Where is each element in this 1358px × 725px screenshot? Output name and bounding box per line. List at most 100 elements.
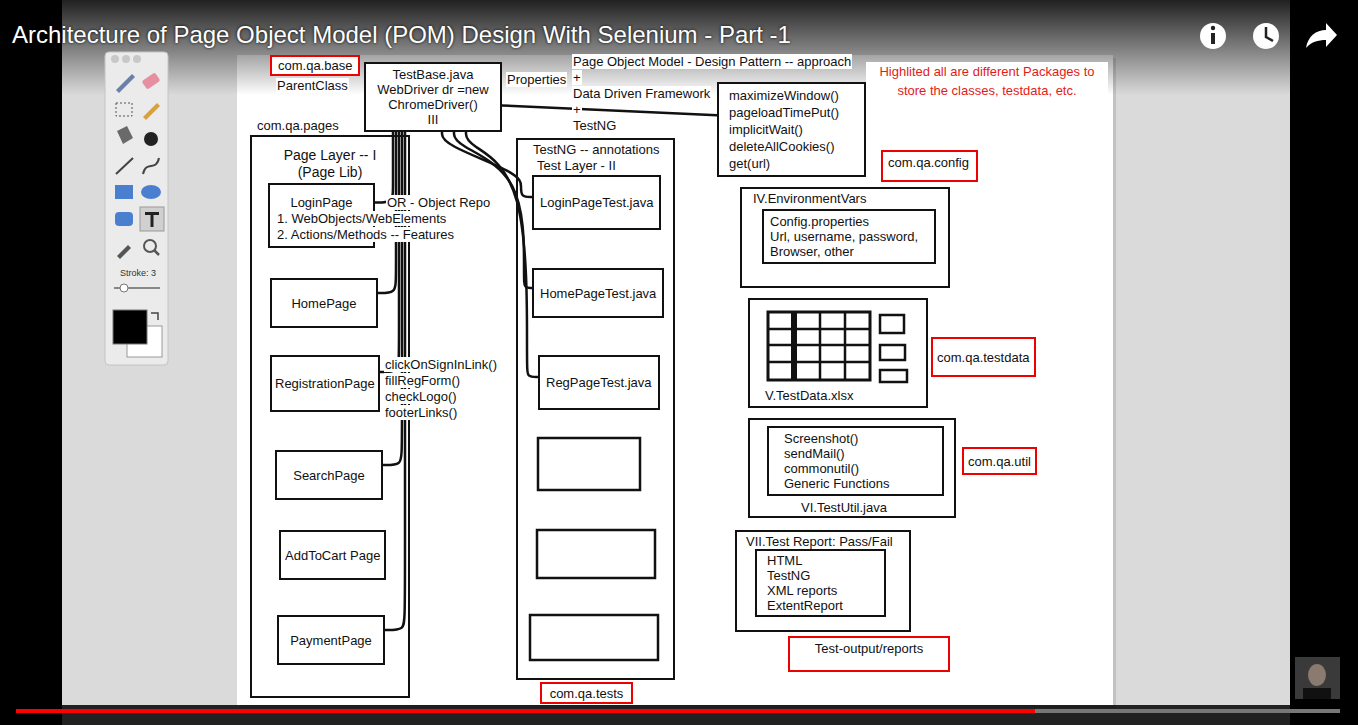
panel-heading: VII.Test Report: Pass/Fail xyxy=(745,534,894,549)
swap-arrow xyxy=(151,313,158,320)
annotation-anchor: Data Driven Framework xyxy=(572,86,711,101)
window-dot xyxy=(122,55,130,63)
drawing-canvas xyxy=(237,55,1113,705)
bomb-icon xyxy=(144,132,158,146)
package-tag: Test-output/reports xyxy=(788,636,950,672)
annotation-anchor: checkLogo() xyxy=(384,389,458,404)
annotation-anchor: OR - Object Repo xyxy=(386,195,491,210)
box-label: pageloadTimePut() xyxy=(729,104,839,121)
test-class-box: HomePageTest.java xyxy=(532,268,664,318)
grid-line xyxy=(768,344,870,347)
box-label: LoginPageTest.java xyxy=(540,195,653,210)
config-file-box: Config.propertiesUrl, username, password… xyxy=(762,209,936,264)
eyedropper-icon xyxy=(117,245,131,259)
rect-icon xyxy=(115,185,133,199)
page-class-box: HomePage xyxy=(270,278,378,328)
annotation-anchor: + xyxy=(572,102,582,117)
annotation: 2. Actions/Methods -- Features xyxy=(276,227,455,242)
annotation: Stroke: 3 xyxy=(119,268,157,279)
info-stem xyxy=(1211,33,1215,44)
page-class-box: SearchPage xyxy=(275,450,383,500)
line-icon xyxy=(116,158,133,174)
grid-line xyxy=(768,361,870,364)
annotation-anchor: clickOnSignInLink() xyxy=(384,357,498,372)
empty-test-box xyxy=(538,438,640,490)
text-tool-glyph xyxy=(145,212,159,227)
package-tag: com.qa.tests xyxy=(540,682,633,704)
panel-heading: VI.TestUtil.java xyxy=(800,500,888,515)
presenter-thumbnail xyxy=(1295,657,1340,699)
empty-test-box xyxy=(537,530,655,578)
package-tag: com.qa.util xyxy=(962,447,1037,475)
annotation-anchor: Stroke: 3 xyxy=(119,268,157,279)
package-tag: com.qa.testdata xyxy=(931,337,1036,377)
config-panel: IV.EnvironmentVarsConfig.propertiesUrl, … xyxy=(740,187,950,288)
box-label: Screenshot() xyxy=(784,431,858,446)
box-label: RegistrationPage xyxy=(275,376,375,391)
tool-highlight xyxy=(140,207,164,231)
annotation-anchor: fillRegForm() xyxy=(384,373,461,388)
empty-test-boxes xyxy=(530,438,658,660)
box-label: Config.properties xyxy=(770,214,869,229)
annotation-anchor: footerLinks() xyxy=(384,405,458,420)
base-class-box: TestBase.javaWebDriver dr =new ChromeDri… xyxy=(364,62,502,132)
box-label: TestNG xyxy=(767,568,810,583)
box-label: XML reports xyxy=(767,583,837,598)
clock-hands xyxy=(1266,27,1273,41)
annotation: com.qa.pages xyxy=(256,118,340,133)
report-format-box: HTMLTestNGXML reportsExtentReport xyxy=(755,549,886,617)
connector-line xyxy=(466,132,538,377)
annotation: ParentClass xyxy=(276,78,349,93)
sheet-cell xyxy=(880,345,905,360)
package-tag: com.qa.base xyxy=(270,55,360,76)
slider-knob xyxy=(120,284,128,292)
info-icon xyxy=(1200,23,1226,49)
player-icons xyxy=(1200,23,1337,49)
box-label: HomePage xyxy=(291,296,356,311)
connector-group xyxy=(375,105,717,630)
annotation-anchor: + xyxy=(572,70,582,85)
test-class-box: RegPageTest.java xyxy=(538,355,660,410)
box-label: deleteAllCookies() xyxy=(729,138,835,155)
annotation: 1. WebObjects/WebElements xyxy=(276,211,447,226)
grid-frame xyxy=(768,312,870,380)
roundrect-icon xyxy=(115,212,133,226)
annotation-anchor: TestNG xyxy=(572,118,617,133)
util-method-box: Screenshot()sendMail()commonutil()Generi… xyxy=(767,426,944,496)
box-label: AddToCart Page xyxy=(285,548,380,563)
util-panel: VI.TestUtil.java Screenshot()sendMail()co… xyxy=(748,418,956,518)
title-shade xyxy=(0,0,1358,95)
box-label: implicitWait() xyxy=(729,121,803,138)
box-label: HTML xyxy=(767,553,802,568)
panel-heading: TestNG -- annotations xyxy=(532,142,660,157)
lasso-icon xyxy=(143,103,160,120)
ellipse-icon xyxy=(141,185,161,199)
box-label: Generic Functions xyxy=(784,476,890,491)
box-label: com.qa.testdata xyxy=(937,350,1030,365)
foreground-swatch xyxy=(113,310,147,344)
annotation: + xyxy=(572,70,582,85)
box-label: sendMail() xyxy=(784,446,845,461)
box-label: com.qa.base xyxy=(278,58,352,73)
bucket-icon xyxy=(117,126,133,144)
panel-heading: V.TestData.xlsx xyxy=(764,388,854,403)
annotation: + xyxy=(572,102,582,117)
annotation: footerLinks() xyxy=(384,405,458,420)
box-label: ExtentReport xyxy=(767,598,843,613)
connector-line xyxy=(502,105,717,115)
thumbnail-face xyxy=(1308,664,1326,686)
control-shade xyxy=(0,705,1358,725)
tool-palette xyxy=(105,52,168,365)
progress-played xyxy=(16,709,1035,713)
panel-heading: IV.EnvironmentVars xyxy=(752,191,867,206)
share-icon xyxy=(1306,23,1337,48)
box-label: Url, username, password, Browser, other xyxy=(770,229,928,259)
grid-line xyxy=(768,328,870,331)
annotation-anchor: ParentClass xyxy=(276,78,349,93)
panel-heading: Page Layer -- I (Page Lib) xyxy=(274,147,386,181)
panel-heading: Test Layer - II xyxy=(536,158,617,173)
connector-line xyxy=(442,132,532,197)
